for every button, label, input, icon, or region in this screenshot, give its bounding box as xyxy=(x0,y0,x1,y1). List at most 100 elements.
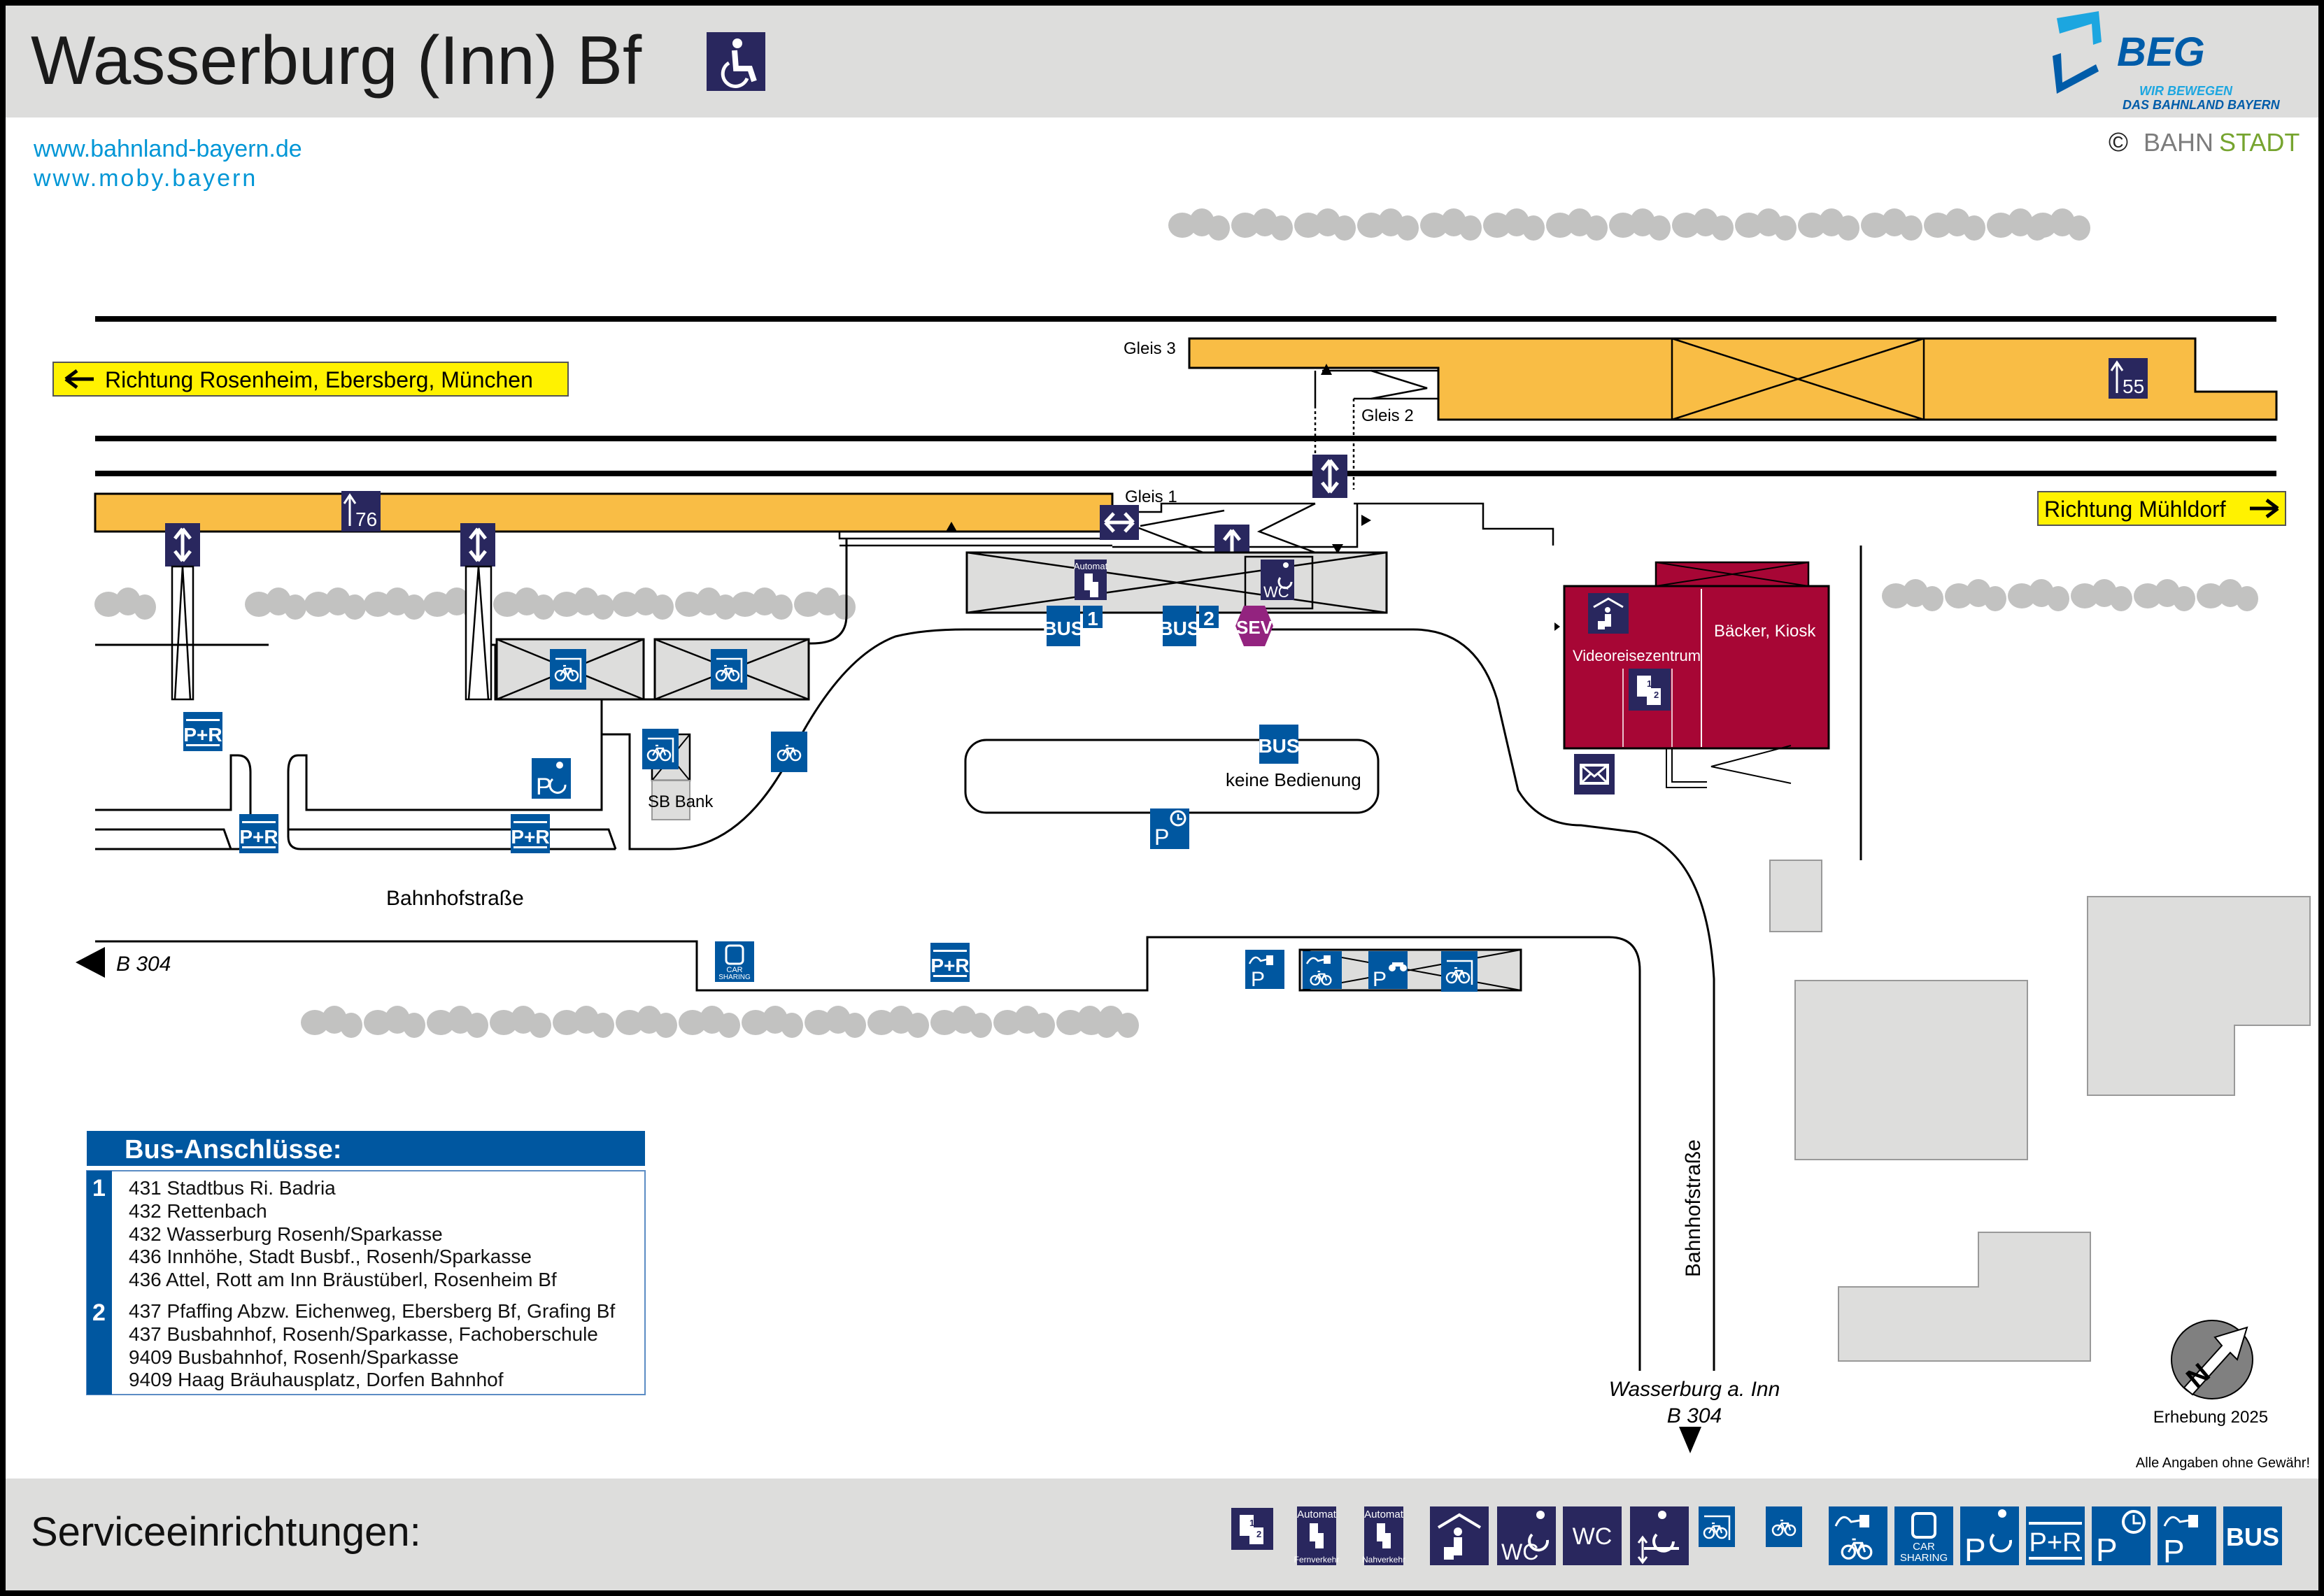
automat-label: Automat xyxy=(1074,561,1108,571)
direction-west-label: Richtung Rosenheim, Ebersberg, München xyxy=(105,367,533,392)
car-sharing-2: SHARING xyxy=(718,974,751,981)
bus-stop-1-label: BUS xyxy=(1042,618,1084,639)
waiting-room-icon xyxy=(1430,1506,1489,1565)
mailbox-icon xyxy=(1574,754,1615,795)
ticket-machine-regional-icon: Automat Nahverkehr xyxy=(1362,1506,1405,1565)
svg-text:P: P xyxy=(2163,1533,2185,1569)
bus-line: 436 Innhöhe, Stadt Busbf., Rosenh/Sparka… xyxy=(129,1246,532,1267)
curbs-left xyxy=(95,539,1862,1371)
bus-group-1-stop: 1 xyxy=(92,1175,106,1202)
services-label: Serviceeinrichtungen: xyxy=(31,1509,421,1555)
car-sharing-1: CAR xyxy=(726,966,742,974)
south-road-label: B 304 xyxy=(1667,1404,1722,1427)
short-term-parking-icon: P xyxy=(1150,808,1189,850)
bus-line: 431 Stadtbus Ri. Badria xyxy=(129,1177,336,1199)
bus-line: 9409 Haag Bräuhausplatz, Dorfen Bahnhof xyxy=(129,1369,504,1390)
neighbor-buildings xyxy=(1769,860,2311,1362)
service-wc-1: WC xyxy=(1501,1539,1538,1565)
platform-length-76-value: 76 xyxy=(355,508,377,530)
service-car-sharing-2: SHARING xyxy=(1900,1552,1948,1564)
wheelchair-lift-icon xyxy=(1630,1506,1689,1565)
short-term-parking-icon: P xyxy=(2092,1506,2151,1568)
bus-line: 9409 Busbahnhof, Rosenh/Sparkasse xyxy=(129,1346,459,1368)
covered-bike-parking-icon xyxy=(1441,951,1478,992)
copyright-stadt: STADT xyxy=(2219,128,2300,157)
e-bike-charging-icon xyxy=(1829,1506,1887,1565)
park-and-ride-icon xyxy=(930,943,970,982)
bus-stop-1[interactable]: BUS 1 xyxy=(1042,606,1103,646)
platform-length-76: 76 xyxy=(341,491,381,532)
elevator-icon-gleis-2-3[interactable] xyxy=(1312,455,1347,498)
e-bike-charging-icon xyxy=(1303,951,1342,989)
bus-line: 432 Wasserburg Rosenh/Sparkasse xyxy=(129,1223,443,1245)
sev-stop[interactable]: SEV xyxy=(1235,606,1273,646)
wc-icon: WC xyxy=(1563,1506,1622,1565)
arrow-right-icon xyxy=(2250,499,2279,518)
covered-bike-parking-icon xyxy=(1699,1506,1735,1547)
direction-east-label: Richtung Mühldorf xyxy=(2044,497,2226,522)
service-automat-2: Automat xyxy=(1364,1509,1404,1520)
label-gleis-2: Gleis 2 xyxy=(1361,406,1414,425)
bus-loop-stop: BUS xyxy=(1258,725,1300,764)
track-bottom xyxy=(95,471,2276,476)
covered-bike-parking-icon xyxy=(550,649,586,690)
station-building xyxy=(965,551,1388,614)
wheelchair-icon xyxy=(707,32,765,91)
service-wc-2: WC xyxy=(1573,1523,1613,1550)
stair-arrows xyxy=(946,364,1371,554)
bus-line: 437 Pfaffing Abzw. Eichenweg, Ebersberg … xyxy=(129,1300,615,1322)
park-and-ride-icon: P+R xyxy=(2026,1506,2085,1565)
ev-charging-parking-icon: P xyxy=(2158,1506,2216,1569)
svg-text:P: P xyxy=(1964,1532,1986,1568)
video-center-label: Videoreisezentrum xyxy=(1573,647,1701,664)
level-crossing-icon[interactable] xyxy=(1100,505,1139,540)
copyright-symbol: © xyxy=(2109,128,2128,157)
accessible-wc-icon: WC xyxy=(1497,1506,1556,1565)
platform-gleis-2-3 xyxy=(1188,337,2278,421)
motorcycle-parking-icon: P xyxy=(1368,951,1408,991)
svg-text:P: P xyxy=(2096,1532,2118,1568)
disclaimer: Alle Angaben ohne Gewähr! xyxy=(2136,1455,2310,1471)
header-bar xyxy=(6,6,2318,117)
covered-bike-parking-icon xyxy=(711,649,747,690)
beg-tagline-1: WIR BEWEGEN xyxy=(2139,84,2233,98)
underpass-structure xyxy=(838,369,1554,554)
bus-stop-2-label: BUS xyxy=(1159,618,1200,639)
elevator-icon-west-2[interactable] xyxy=(460,523,495,567)
park-and-ride-icon xyxy=(511,814,550,853)
arrow-left-icon xyxy=(64,369,94,389)
service-nahverkehr: Nahverkehr xyxy=(1362,1555,1405,1565)
elevator-icon-west-1[interactable] xyxy=(165,523,200,567)
street-label-bahnhofstrasse: Bahnhofstraße xyxy=(386,887,524,910)
platform-length-55-value: 55 xyxy=(2123,376,2144,397)
link-bahnland[interactable]: www.bahnland-bayern.de xyxy=(33,136,302,162)
street-label-bahnhofstrasse-vertical: Bahnhofstraße xyxy=(1682,1139,1705,1277)
platform-shelter-canopy xyxy=(1671,337,1925,421)
ticket-machine-icon xyxy=(1629,669,1671,711)
bus-icon: BUS xyxy=(2223,1506,2282,1565)
bahnstadt-copyright: © BAHN STADT xyxy=(2109,128,2300,157)
ticket-machine-long-distance-icon: Automat Fernverkehr xyxy=(1294,1506,1339,1565)
svg-text:P: P xyxy=(1373,968,1387,991)
bus-stop-2-number: 2 xyxy=(1203,608,1214,629)
north-arrow-icon: N xyxy=(2171,1320,2253,1399)
ticket-machine-icon xyxy=(1231,1508,1273,1550)
short-term-parking-p: P xyxy=(1154,825,1169,850)
accessible-parking-icon: P xyxy=(1960,1506,2019,1568)
track-middle xyxy=(95,436,2276,441)
direction-east: Richtung Mühldorf xyxy=(2037,491,2286,526)
copyright-bahn: BAHN xyxy=(2144,128,2213,157)
shop-label: Bäcker, Kiosk xyxy=(1714,622,1816,641)
bus-connections-panel: Bus-Anschlüsse: 1 2 431 Stadtbus Ri. Bad… xyxy=(86,1131,646,1395)
bus-stop-2[interactable]: BUS 2 xyxy=(1159,606,1219,646)
bus-line: 436 Attel, Rott am Inn Bräustüberl, Rose… xyxy=(129,1269,557,1290)
service-car-sharing-1: CAR xyxy=(1913,1541,1935,1553)
beg-tagline-2: DAS BAHNLAND BAYERN xyxy=(2123,98,2281,112)
link-moby[interactable]: www.moby.bayern xyxy=(33,165,257,192)
station-title: Wasserburg (Inn) Bf xyxy=(31,22,642,99)
bus-connections-title: Bus-Anschlüsse: xyxy=(125,1135,341,1164)
park-and-ride-icon xyxy=(239,814,278,853)
service-automat-1: Automat xyxy=(1297,1509,1337,1520)
bike-parking-icon xyxy=(1766,1506,1802,1547)
